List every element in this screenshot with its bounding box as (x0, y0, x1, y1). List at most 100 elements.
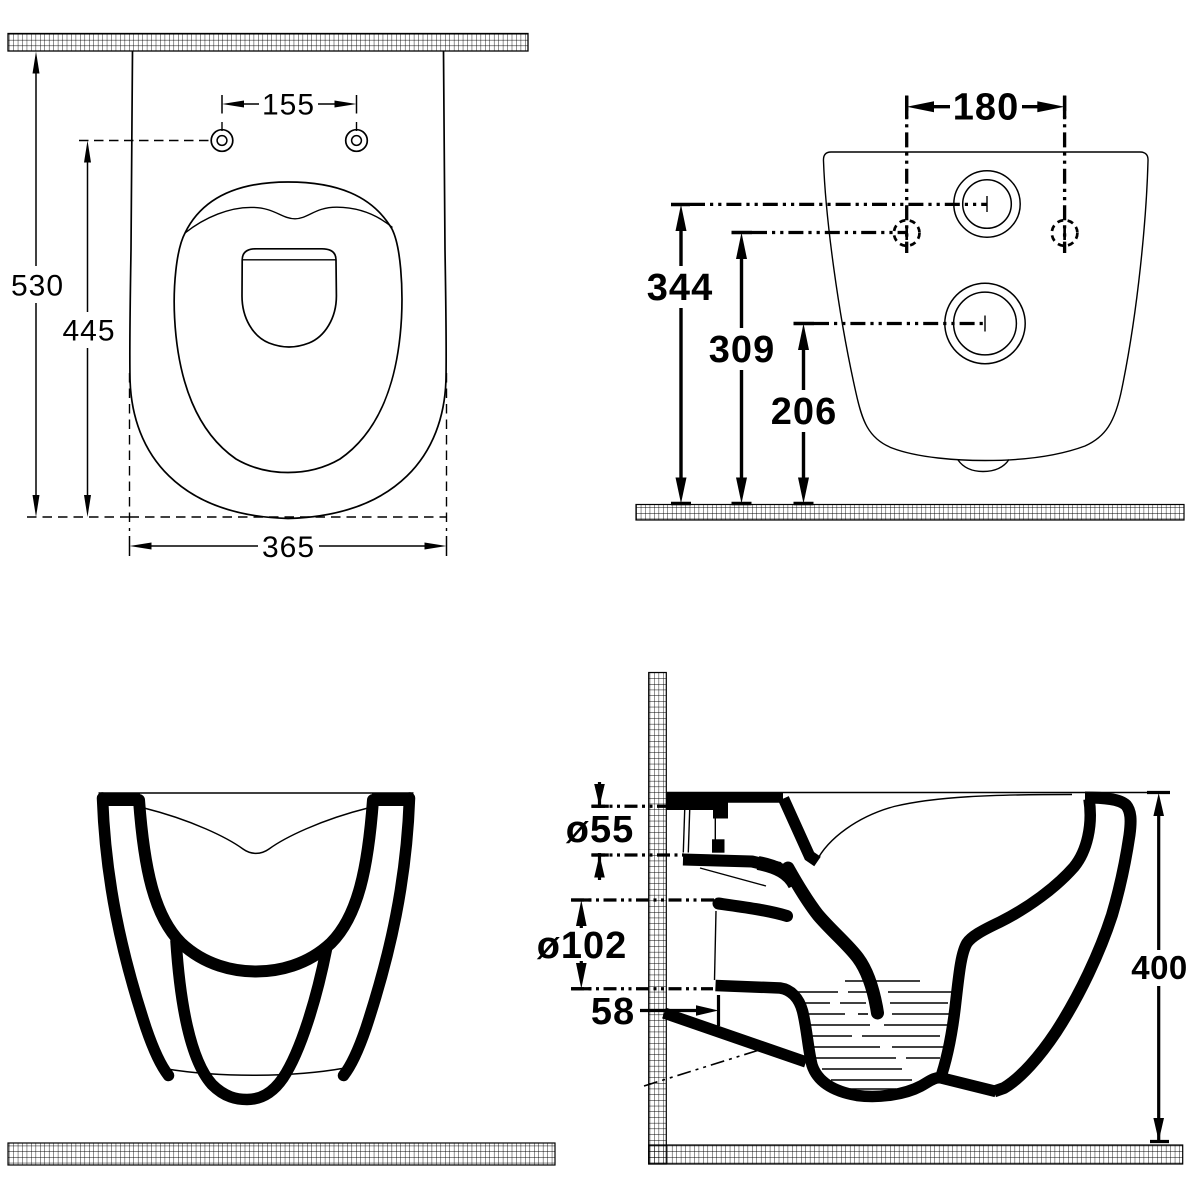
front-rim-wave (143, 807, 369, 855)
rear-floor-hatch (635, 503, 1185, 521)
plan-dim-530-label: 530 (11, 270, 64, 303)
side-channel-top-bar (712, 897, 793, 922)
plan-dim-bowl-width-arrow-1 (129, 542, 152, 550)
rear-view: 180 344 309 (635, 87, 1185, 521)
rear-dim-180-label: 180 (953, 87, 1019, 129)
front-floor-hatch-rect-2 (7, 1142, 556, 1166)
plan-fixing-hole-left-circle-2 (216, 134, 228, 147)
plan-dim-155-label: 155 (262, 89, 315, 122)
plan-inner-bowl (241, 247, 338, 348)
side-flush-baffle (781, 861, 884, 1020)
side-fixing-bracket-rect-2 (713, 801, 728, 819)
rear-inlet-hole-circle-2 (961, 178, 1013, 230)
rear-dim-hole-height-arrow-2 (736, 477, 747, 504)
rear-floor-hatch-rect-1 (636, 504, 1184, 520)
side-outlet-bottom-wall (662, 1007, 808, 1068)
plan-seat-wave (184, 206, 393, 234)
plan-dim-hole-spacing: 155 (221, 89, 358, 122)
front-bowl-curve (133, 794, 379, 978)
plan-wall-hatch (7, 32, 529, 52)
rear-dim-309-label: 309 (709, 329, 775, 371)
plan-body-outline (128, 50, 448, 520)
side-outlet-axis (643, 1045, 773, 1087)
side-dim-inlet-diameter-arrow-2 (594, 855, 605, 878)
side-dim-rim-height: 400 (1131, 790, 1188, 1144)
side-wall-hatch (648, 671, 667, 1165)
side-fixing-bracket (666, 801, 728, 853)
rear-dim-hole-height-arrow-1 (736, 232, 747, 259)
plan-view: 155 530 445 365 (7, 32, 529, 564)
side-sump-outline (715, 979, 998, 1103)
plan-fixing-hole-left-circle-1 (210, 128, 234, 153)
front-trap-legs (170, 935, 333, 1106)
plan-seat-ring (173, 181, 403, 474)
plan-dim-total-depth-arrow-1 (32, 51, 40, 74)
rear-dim-outlet-height: 206 (771, 321, 837, 506)
side-weir-line (934, 798, 1096, 1083)
rear-dim-outlet-height-arrow-1 (798, 323, 809, 350)
side-dim-outlet-offset: 58 (591, 991, 721, 1033)
plan-wall-hatch-rect-2 (7, 32, 529, 52)
rear-dim-inlet-height: 344 (647, 202, 713, 506)
side-dim-58-label: 58 (591, 991, 635, 1033)
front-floor-hatch (7, 1142, 556, 1166)
side-dim-102-label: ø102 (537, 925, 628, 967)
plan-dim-bowl-width: 365 (128, 531, 448, 564)
front-view (7, 792, 556, 1166)
rear-body-outline (822, 151, 1149, 462)
plan-dim-holes-to-front-arrow-1 (84, 140, 91, 163)
plan-dim-hole-spacing-arrow-1 (222, 100, 244, 108)
plan-dim-445-label: 445 (62, 315, 115, 348)
rear-dim-inlet-height-arrow-1 (675, 204, 687, 231)
side-floor-hatch-rect-2 (648, 1144, 1184, 1165)
side-fixing-bracket-line-2 (687, 809, 691, 853)
side-dim-outlet-diameter: ø102 (537, 898, 628, 991)
side-rim-back-slant (778, 796, 821, 867)
side-dim-400-label: 400 (1131, 949, 1188, 986)
side-view: ø55 ø102 58 400 (537, 671, 1188, 1165)
front-outer-wall-right (337, 792, 416, 1082)
rear-dim-inlet-height-arrow-2 (675, 477, 687, 504)
side-dim-rim-height-arrow-2 (1153, 1118, 1164, 1141)
rear-dim-hole-spacing: 180 (905, 87, 1067, 129)
rear-dim-206-label: 206 (771, 391, 837, 433)
plan-fixing-hole-right-circle-2 (350, 134, 363, 147)
side-dim-outlet-diameter-arrow-2 (576, 963, 587, 989)
side-dim-rim-height-arrow-1 (1153, 793, 1164, 816)
plan-fixing-hole-left (210, 122, 234, 153)
side-bowl-inner-back (815, 793, 1073, 863)
rear-fixing-hole-left-circle-1 (892, 218, 921, 248)
side-fixing-bracket-line-1 (682, 809, 686, 853)
side-dim-outlet-diameter-arrow-1 (576, 900, 587, 926)
plan-wall-hatch-rect-1 (8, 33, 528, 51)
front-base-back-line (166, 1067, 346, 1076)
rear-dim-hole-spacing-arrow-2 (1037, 101, 1065, 113)
rear-dim-344-label: 344 (647, 267, 713, 309)
side-dim-inlet-diameter: ø55 (566, 782, 634, 880)
rear-fixing-hole-right-circle-1 (1050, 218, 1079, 248)
side-floor-hatch (648, 1144, 1184, 1165)
plan-fixing-hole-right-circle-1 (344, 128, 369, 153)
side-floor-hatch-rect-1 (648, 1145, 1183, 1164)
side-fixing-bracket-rect-3 (712, 839, 725, 853)
plan-fixing-hole-right (344, 122, 369, 153)
plan-dim-hole-spacing-arrow-2 (334, 100, 357, 108)
side-wall-hatch-rect-1 (648, 672, 667, 1164)
side-dim-inlet-diameter-arrow-1 (594, 784, 605, 807)
plan-dim-total-depth-arrow-2 (32, 495, 40, 517)
side-water-hatch (795, 980, 953, 1090)
rear-dim-hole-spacing-arrow-1 (906, 101, 934, 113)
plan-dim-bowl-width-arrow-2 (424, 542, 447, 550)
front-floor-hatch-rect-1 (8, 1143, 555, 1165)
side-dim-55-label: ø55 (566, 809, 634, 851)
side-front-wall (992, 791, 1137, 1098)
side-channel-inner-top (699, 867, 767, 887)
plan-dim-total-depth: 530 (11, 51, 64, 517)
front-outer-wall-left (96, 792, 175, 1082)
side-channel-mouth (713, 910, 717, 981)
rear-spigot (957, 459, 1010, 473)
side-dim-outlet-offset-arrow-1 (696, 1005, 719, 1016)
plan-dim-holes-to-front: 445 (62, 140, 115, 517)
